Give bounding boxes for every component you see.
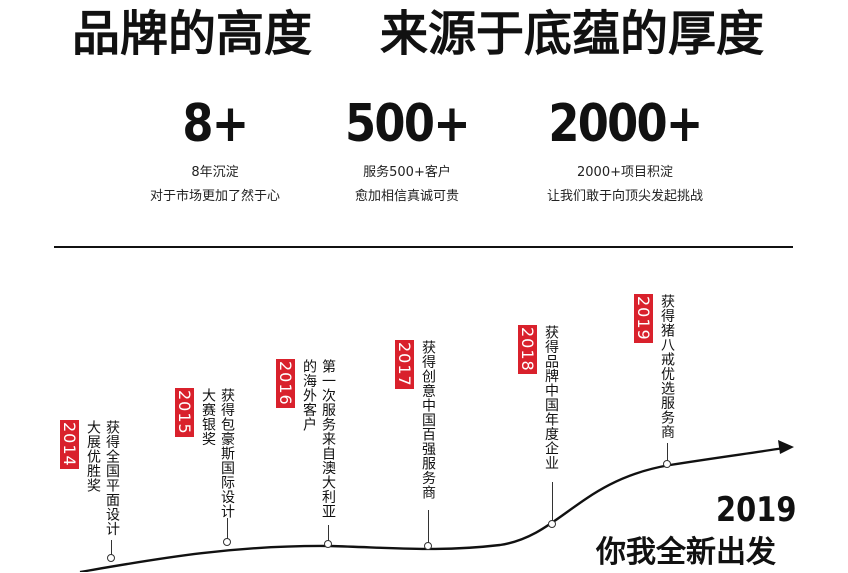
stat-number: 8+ <box>182 94 249 154</box>
year-badge-2014: 2014 <box>60 420 79 469</box>
milestone-tick <box>428 510 429 544</box>
year-badge-2015: 2015 <box>175 388 194 437</box>
stat-line2: 对于市场更加了然于心 <box>149 189 280 204</box>
milestone-text: 获得品牌中国年度企业 <box>543 325 559 470</box>
stat-line2: 让我们敢于向顶尖发起挑战 <box>546 189 703 204</box>
year-badge-2019: 2019 <box>634 294 653 343</box>
arrow-head-icon <box>778 440 794 454</box>
headline-left: 品牌的高度 <box>72 6 313 62</box>
milestone-dot <box>223 538 231 546</box>
milestone-tick <box>328 525 329 542</box>
stat-years: 8+ 8年沉淀 对于市场更加了然于心 <box>130 93 300 209</box>
milestone-text: 第一次服务来自澳大利亚 <box>320 359 336 519</box>
milestone-tick <box>667 443 668 463</box>
stat-line1: 服务500+客户 <box>363 165 451 180</box>
milestone-text: 获得猪八戒优选服务商 <box>659 294 675 439</box>
footer-slogan: 你我全新出发 <box>596 535 776 570</box>
stat-line1: 8年沉淀 <box>191 165 239 180</box>
milestone-dot <box>424 542 432 550</box>
milestone-text: 获得全国平面设计 <box>104 420 120 536</box>
year-badge-2016: 2016 <box>276 359 295 408</box>
year-badge-2017: 2017 <box>395 340 414 389</box>
milestone-dot <box>107 554 115 562</box>
milestone-dot <box>663 460 671 468</box>
stat-number: 2000+ <box>548 94 703 154</box>
milestone-dot <box>324 540 332 548</box>
milestone-text: 获得创意中国百强服务商 <box>420 340 436 500</box>
year-badge-2018: 2018 <box>518 325 537 374</box>
milestone-dot <box>548 520 556 528</box>
headline: 品牌的高度 来源于底蕴的厚度 <box>0 0 848 62</box>
milestone-text: 大展优胜奖 <box>85 420 101 493</box>
stat-number: 500+ <box>345 94 471 154</box>
stat-clients: 500+ 服务500+客户 愈加相信真诚可贵 <box>322 93 492 209</box>
milestone-text: 的海外客户 <box>301 359 317 432</box>
stat-line1: 2000+项目积淀 <box>577 165 673 180</box>
milestone-text: 大赛银奖 <box>200 388 216 446</box>
footer-year: 2019 <box>716 490 797 530</box>
stat-line2: 愈加相信真诚可贵 <box>354 189 459 204</box>
section-divider <box>54 246 793 248</box>
milestone-tick <box>111 540 112 556</box>
milestone-text: 获得包豪斯国际设计 <box>219 388 235 519</box>
milestone-tick <box>552 482 553 522</box>
milestone-tick <box>227 518 228 540</box>
stat-projects: 2000+ 2000+项目积淀 让我们敢于向顶尖发起挑战 <box>520 93 730 209</box>
headline-right: 来源于底蕴的厚度 <box>380 6 765 62</box>
